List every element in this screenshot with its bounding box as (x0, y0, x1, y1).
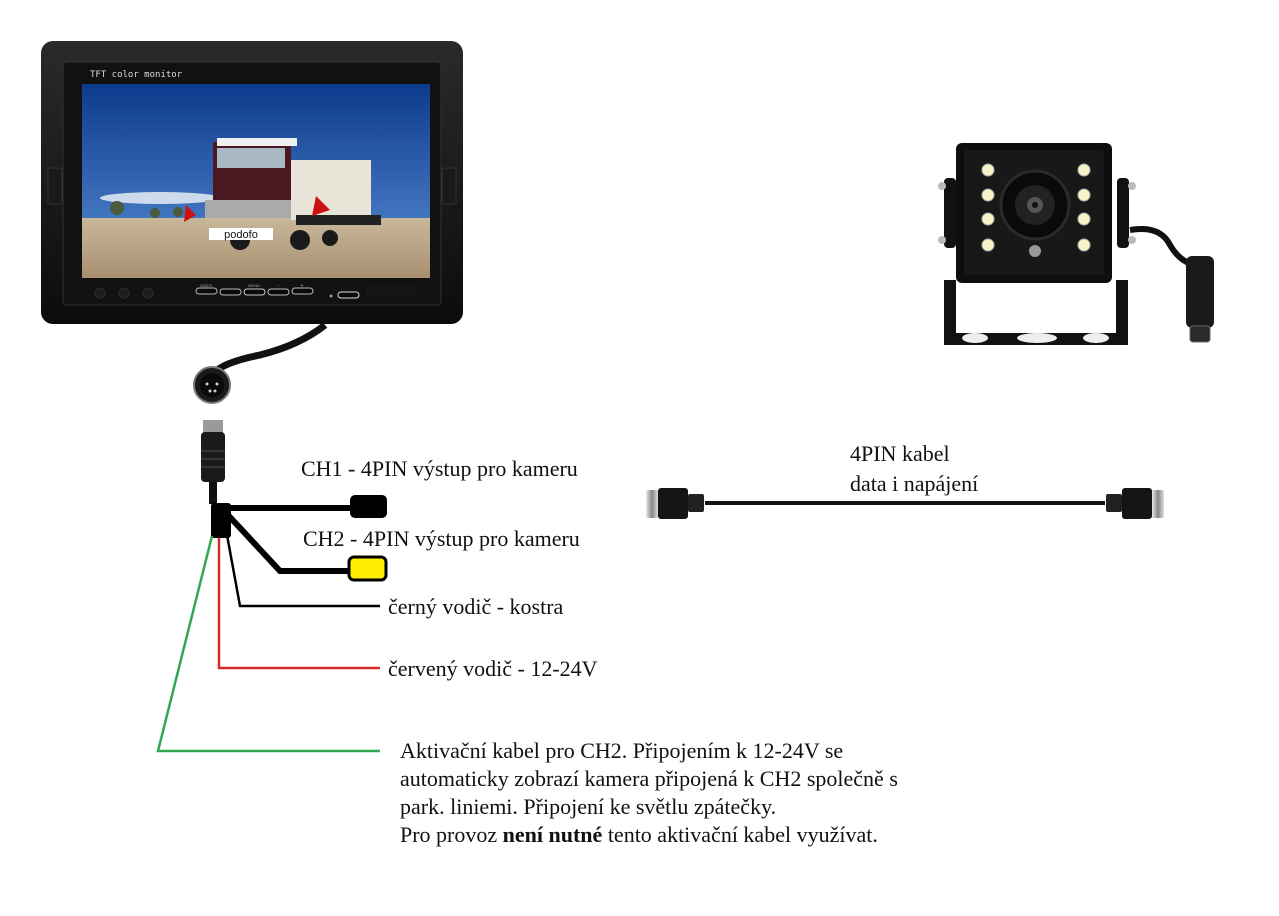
cable-label-line1: 4PIN kabel (850, 441, 950, 466)
note-line-4: Pro provoz není nutné tento aktivační ka… (400, 821, 898, 849)
camera-cable (1129, 226, 1196, 268)
red-wire (217, 538, 380, 670)
minus-button-label: - (277, 283, 279, 289)
monitor: podofo VIDEO MENU - + TFT color monitor (41, 41, 463, 324)
camera-4pin-connector (1186, 256, 1214, 328)
indicator-dot (94, 287, 106, 299)
menu-button-label: MENU (248, 283, 260, 288)
ir-window (366, 286, 416, 296)
monitor-buttons: VIDEO MENU - + (195, 283, 360, 299)
note-line-1: Aktivační kabel pro CH2. Připojením k 12… (400, 738, 844, 763)
note-line-4-suffix: tento aktivační kabel využívat. (602, 822, 878, 847)
button-2[interactable] (219, 288, 242, 296)
monitor-cable (212, 322, 328, 375)
black-wire (225, 534, 380, 608)
light-sensor (1029, 245, 1041, 257)
indicator-dot (118, 287, 130, 299)
monitor-screen: podofo (82, 84, 430, 278)
extension-cable (646, 488, 1164, 519)
junction-block (211, 503, 231, 538)
note-emphasis: není nutné (502, 822, 603, 847)
indicator-dot (142, 287, 154, 299)
license-plate (209, 228, 273, 240)
ch2-connector (347, 555, 388, 582)
monitor-brand-text: TFT color monitor (90, 70, 183, 80)
ch1-label: CH1 - 4PIN výstup pro kameru (301, 456, 578, 481)
video-button-label: VIDEO (200, 283, 212, 288)
camera-leds (981, 163, 1091, 252)
activation-note: Aktivační kabel pro CH2. Připojením k 12… (400, 737, 898, 849)
extension-cable-left-connector (646, 488, 704, 519)
red-wire-label: červený vodič - 12-24V (388, 656, 598, 681)
power-button[interactable] (337, 291, 360, 299)
screen-watermark: podofo (224, 229, 258, 241)
note-line-3: park. liniemi. Připojení ke světlu zpáte… (400, 794, 777, 819)
black-wire-label: černý vodič - kostra (388, 594, 564, 619)
green-activation-wire (156, 535, 380, 753)
extension-cable-right-connector (1106, 488, 1164, 519)
video-button[interactable] (195, 287, 218, 295)
ch2-wire (225, 512, 355, 574)
cable-label-line2: data i napájení (850, 471, 979, 496)
ch1-connector (350, 495, 387, 518)
note-line-2: automaticky zobrazí kamera připojená k C… (400, 766, 898, 791)
plus-button[interactable] (291, 287, 314, 295)
power-led (329, 294, 333, 298)
socket-connector (201, 420, 225, 504)
monitor-4pin-plug (193, 366, 231, 404)
minus-button[interactable] (267, 288, 290, 296)
left-grip (47, 167, 63, 205)
ch2-label: CH2 - 4PIN výstup pro kameru (303, 526, 580, 551)
camera (938, 143, 1214, 345)
right-grip (441, 167, 457, 205)
camera-lens (999, 169, 1071, 241)
menu-button[interactable] (243, 288, 266, 296)
note-line-4-prefix: Pro provoz (400, 822, 503, 847)
plus-button-label: + (301, 283, 304, 289)
